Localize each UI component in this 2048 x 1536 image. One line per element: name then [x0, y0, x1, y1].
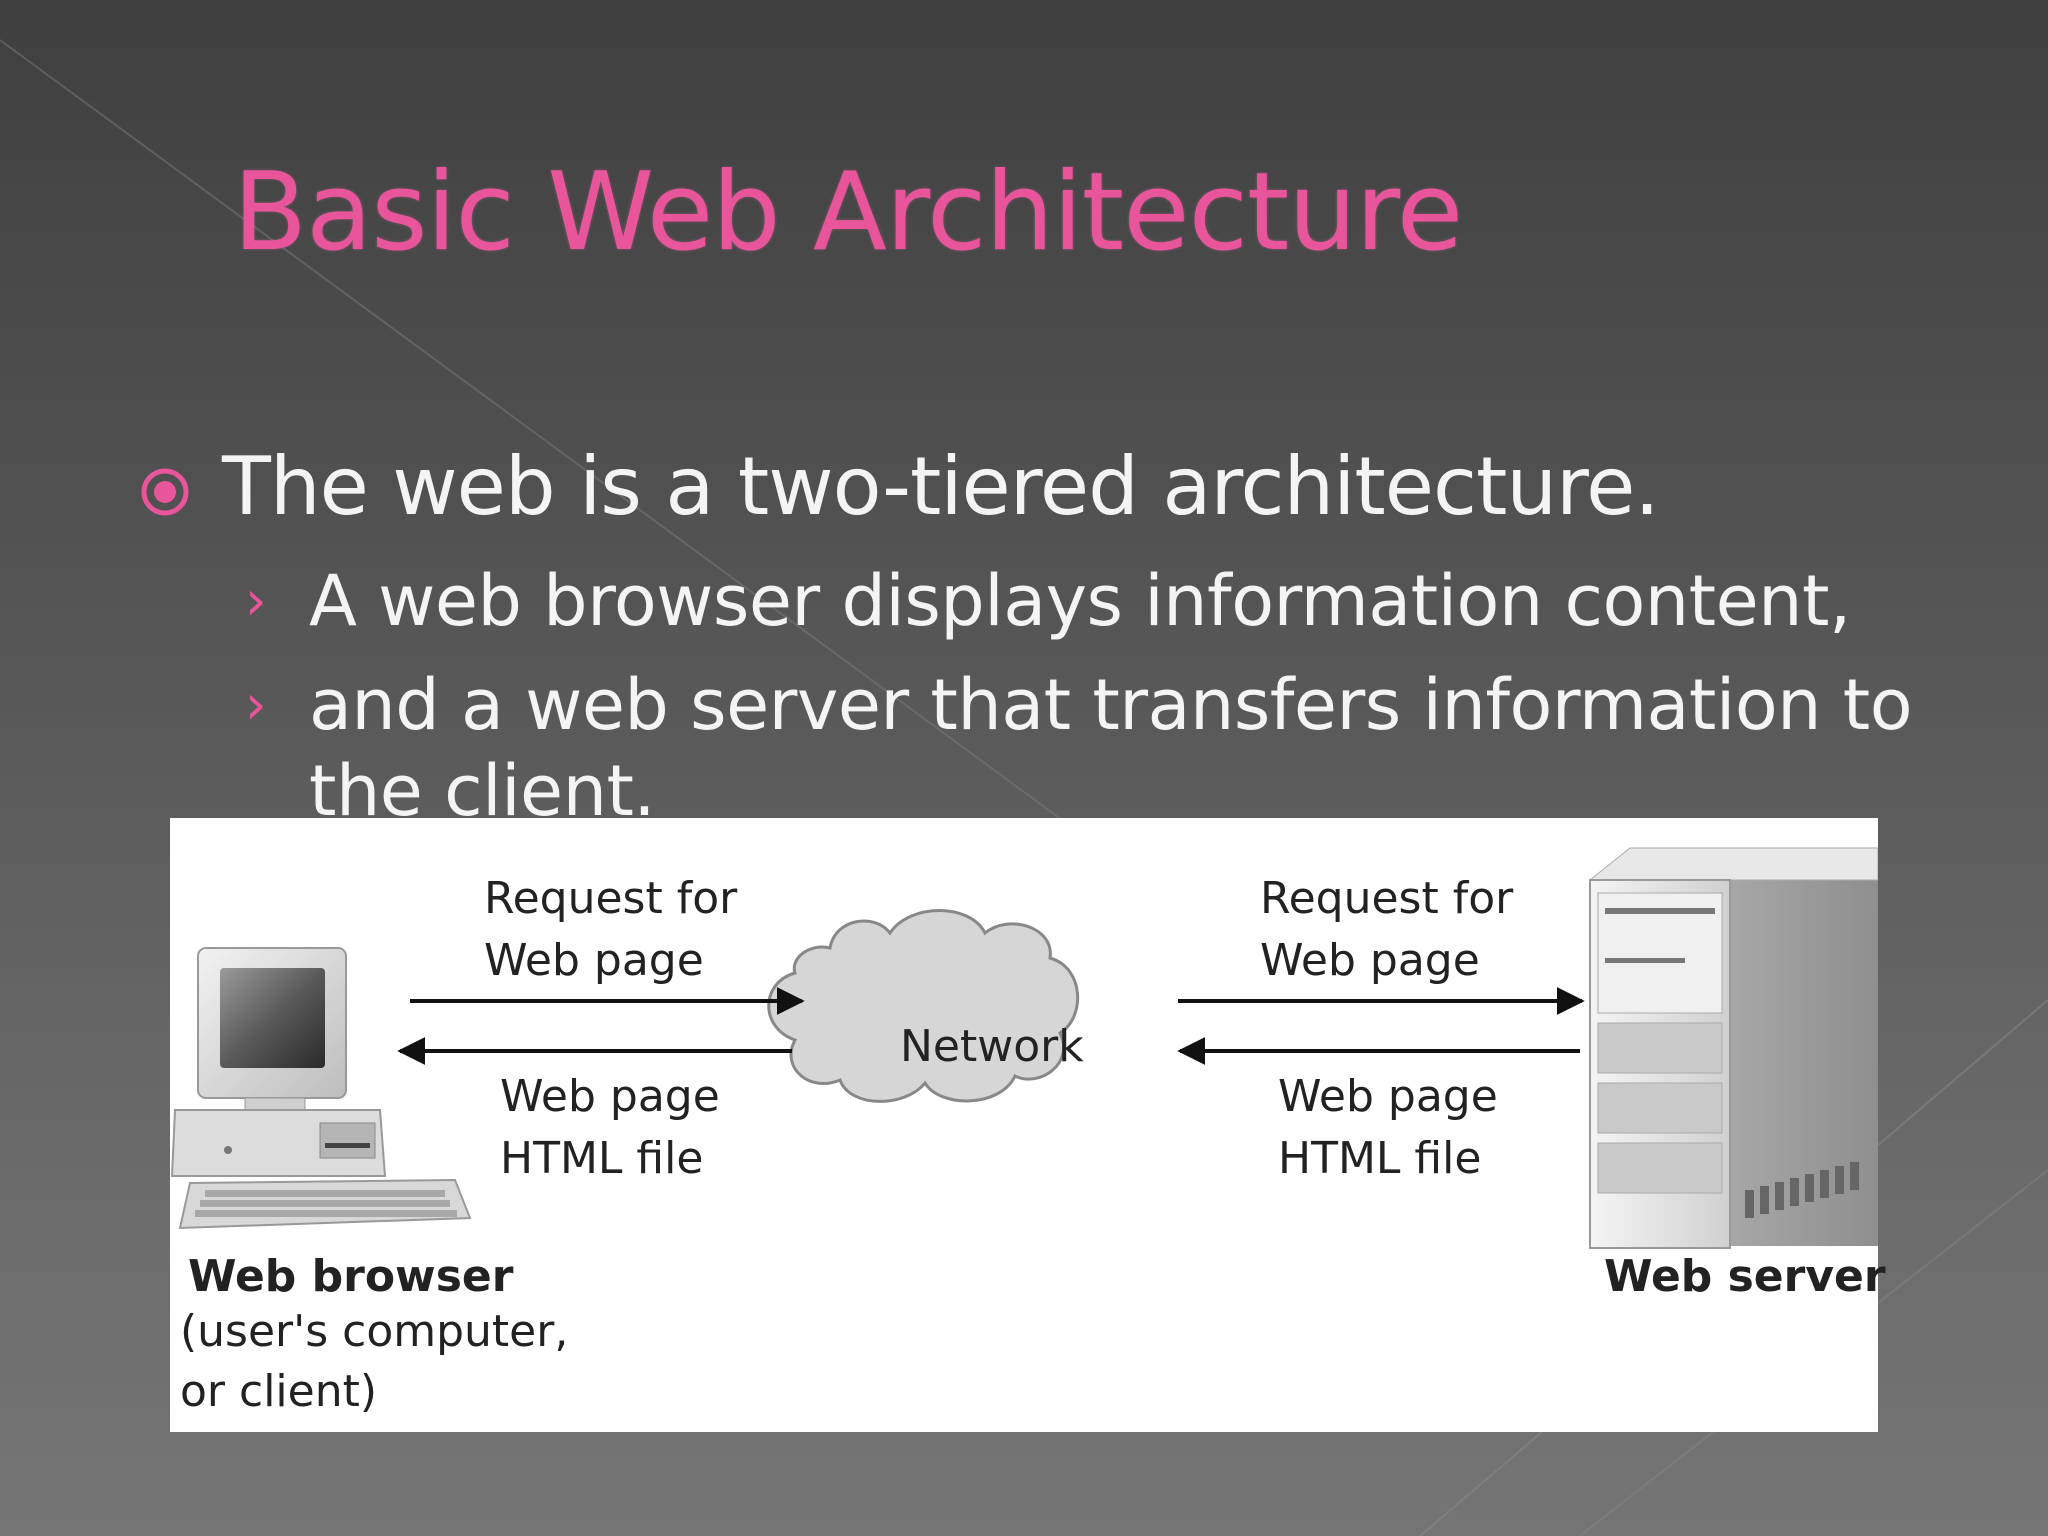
sub-bullet-text: and a web server that transfers informat… — [309, 664, 1913, 832]
bullet-circle-icon — [141, 468, 189, 516]
diagram-graphics — [170, 847, 1878, 1249]
computer-icon — [170, 947, 472, 1230]
slide-title: Basic Web Architecture — [233, 150, 1463, 275]
chevron-right-icon: › — [245, 569, 267, 632]
cloud-icon — [767, 909, 1080, 1103]
web-browser-caption: (user's computer, or client) — [180, 1306, 569, 1417]
server-icon — [1588, 847, 1878, 1249]
sub-bullet-text: A web browser displays information conte… — [309, 560, 1851, 642]
web-architecture-diagram: Request for Web page Web page HTML file … — [170, 818, 1886, 1432]
web-server-label: Web server — [1604, 1251, 1886, 1302]
left-response-label: Web page HTML file — [500, 1071, 720, 1184]
web-browser-label: Web browser — [188, 1251, 514, 1302]
right-response-label: Web page HTML file — [1278, 1071, 1498, 1184]
chevron-right-icon: › — [245, 673, 267, 736]
network-label: Network — [900, 1021, 1084, 1072]
bullet-text: The web is a two-tiered architecture. — [222, 440, 1660, 533]
right-request-label: Request for Web page — [1260, 873, 1514, 986]
left-request-label: Request for Web page — [484, 873, 738, 986]
